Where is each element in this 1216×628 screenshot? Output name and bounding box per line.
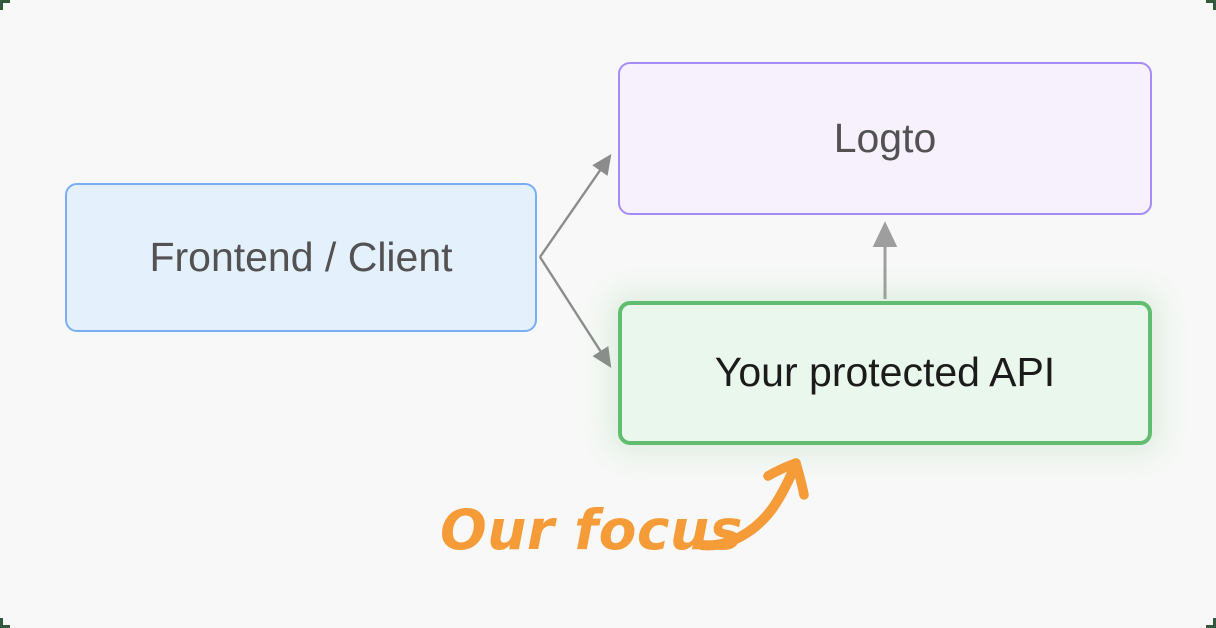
edge-frontend-to-api <box>538 256 612 369</box>
node-frontend-client[interactable]: Frontend / Client <box>65 183 537 332</box>
corner-mark-top-right <box>1206 0 1216 10</box>
node-your-protected-api[interactable]: Your protected API <box>618 301 1152 445</box>
corner-mark-bottom-right <box>1206 618 1216 628</box>
node-your-protected-api-label: Your protected API <box>714 349 1056 396</box>
edge-frontend-to-logto <box>539 154 612 258</box>
node-logto-label: Logto <box>833 114 937 161</box>
annotation-our-focus: Our focus <box>440 498 743 562</box>
corner-mark-bottom-left <box>0 618 10 628</box>
node-logto[interactable]: Logto <box>618 62 1152 215</box>
corner-mark-top-left <box>0 0 10 10</box>
node-frontend-client-label: Frontend / Client <box>149 233 453 280</box>
